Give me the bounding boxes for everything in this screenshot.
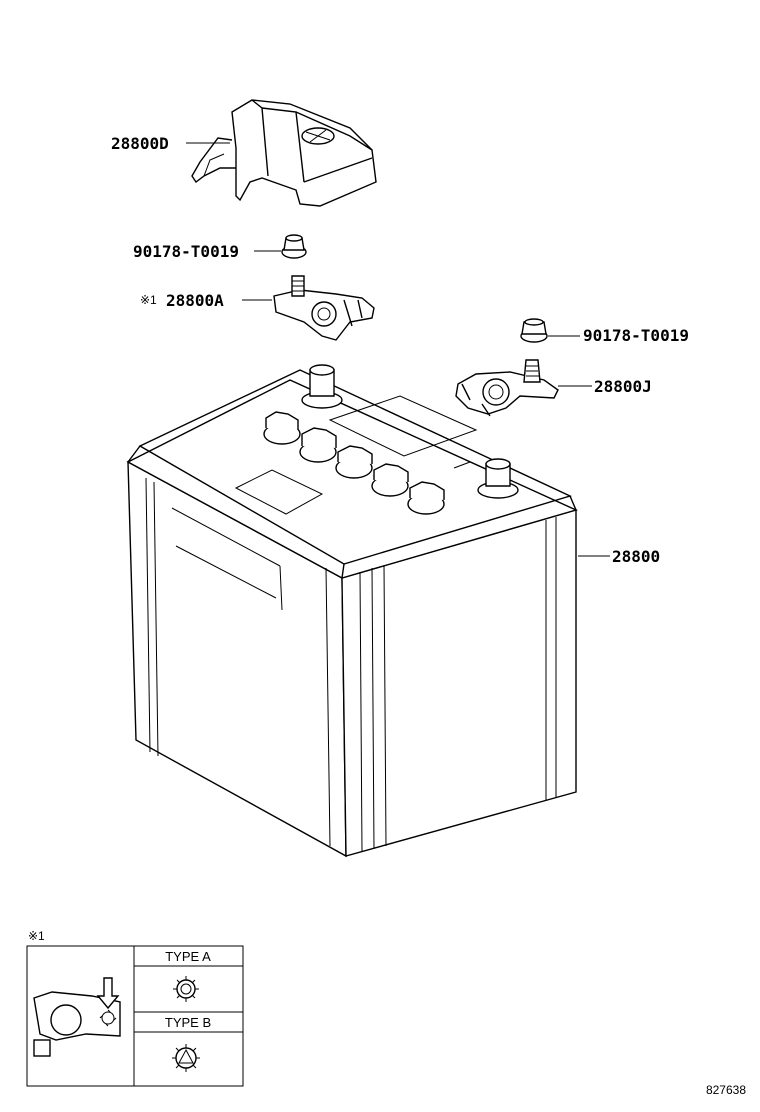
arrow-down-icon [96, 977, 120, 1010]
label-28800d: 28800D [111, 134, 169, 153]
battery-28800[interactable] [126, 364, 579, 858]
bolt-left[interactable] [281, 234, 307, 259]
label-28800j: 28800J [594, 377, 652, 396]
type-b-icon [172, 1044, 200, 1072]
label-28800: 28800 [612, 547, 660, 566]
inset-terminal-sketch [33, 991, 121, 1057]
terminal-28800j[interactable] [455, 359, 559, 417]
inset-detail [26, 945, 244, 1087]
label-bolt-right: 90178-T0019 [583, 326, 689, 345]
label-bolt-left: 90178-T0019 [133, 242, 239, 261]
terminal-28800a[interactable] [273, 275, 375, 341]
type-b-label: TYPE B [165, 1015, 211, 1030]
terminal-cover-28800d[interactable] [191, 99, 377, 207]
figure-number: 827638 [706, 1083, 746, 1097]
type-a-icon [173, 976, 199, 1002]
label-28800a: 28800A [166, 291, 224, 310]
battery-posts [301, 364, 519, 499]
type-a-label: TYPE A [165, 949, 211, 964]
cell-caps [263, 411, 445, 515]
inset-note-mark: ※1 [28, 929, 45, 943]
mark-28800a: ※1 [140, 293, 157, 307]
bolt-right[interactable] [520, 318, 548, 343]
